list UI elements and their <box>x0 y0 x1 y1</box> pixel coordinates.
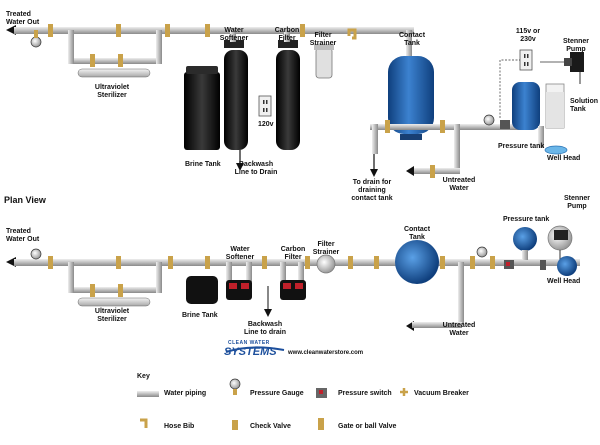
outlet-115-230v <box>519 49 533 71</box>
well-head <box>557 256 577 276</box>
gate-valve-icon <box>48 24 53 37</box>
pressure-gauge-icon <box>30 248 42 260</box>
vacuum-breaker-icon <box>400 388 408 396</box>
gate-valve-icon <box>118 54 123 67</box>
contact-tank <box>388 56 434 134</box>
gate-valve-icon <box>205 24 210 37</box>
pressure-gauge-icon <box>476 246 488 258</box>
water-softener <box>224 50 248 150</box>
plan-view <box>6 225 580 331</box>
pressure-gauge-icon <box>483 114 495 126</box>
filter-strainer <box>316 254 336 274</box>
outlet-arrow <box>6 257 16 267</box>
key-gate-valve: Gate or ball Valve <box>338 423 397 430</box>
label-pressure-tank: Pressure tank <box>498 143 545 150</box>
uv-sterilizer <box>77 297 151 307</box>
key-title: Key <box>137 373 150 380</box>
filter-strainer <box>315 47 333 79</box>
gate-valve-icon <box>165 24 170 37</box>
plan-label-well-head: Well Head <box>547 278 581 285</box>
pressure-tank <box>513 227 537 251</box>
key-pressure-switch: Pressure switch <box>338 390 392 397</box>
logo-swoosh <box>225 346 285 353</box>
legend-key <box>137 378 408 430</box>
gate-valve-icon <box>430 165 435 178</box>
contact-tank <box>395 240 439 284</box>
key-check-valve: Check Valve <box>250 423 291 430</box>
gate-valve-icon <box>116 24 121 37</box>
label-brine-tank: Brine Tank <box>185 161 221 168</box>
gate-valve-icon <box>90 54 95 67</box>
key-vacuum-breaker: Vacuum Breaker <box>414 390 469 397</box>
outlet-120v <box>258 95 272 117</box>
outlet-arrow <box>6 25 16 35</box>
pressure-gauge-icon <box>229 378 241 390</box>
label-well-head: Well Head <box>547 155 581 162</box>
main-pipe-top <box>14 27 414 34</box>
pressure-tank <box>512 82 540 130</box>
elevation-view <box>6 24 584 178</box>
hose-bib-icon <box>140 418 148 428</box>
key-water-piping: Water piping <box>164 390 207 397</box>
key-hose-bib: Hose Bib <box>164 423 195 430</box>
key-pressure-gauge: Pressure Gauge <box>250 390 304 397</box>
carbon-filter <box>276 50 300 150</box>
label-120v: 120v <box>258 121 274 128</box>
uv-sterilizer <box>77 68 151 78</box>
brine-tank <box>186 276 218 304</box>
plan-label-brine-tank: Brine Tank <box>182 312 218 319</box>
main-pipe-plan <box>14 259 580 266</box>
website-link[interactable]: www.cleanwaterstore.com <box>288 350 364 356</box>
stenner-pump <box>570 52 584 72</box>
gate-valve-icon <box>318 418 324 430</box>
logo-wordmark: SYSTEMS <box>224 346 277 358</box>
plan-view-title: Plan View <box>4 195 46 205</box>
brine-tank <box>184 72 220 150</box>
gate-valve-icon <box>440 120 445 133</box>
pressure-gauge-icon <box>30 36 42 48</box>
plan-label-pressure-tank: Pressure tank <box>503 216 550 223</box>
well-head <box>544 145 568 155</box>
gate-valve-icon <box>385 120 390 133</box>
logo-tagline: CLEAN WATER <box>228 340 270 346</box>
gate-valve-icon <box>300 24 305 37</box>
uv-loop-pipe <box>70 58 160 64</box>
check-valve-icon <box>232 420 238 430</box>
hose-bib-icon <box>347 28 357 40</box>
